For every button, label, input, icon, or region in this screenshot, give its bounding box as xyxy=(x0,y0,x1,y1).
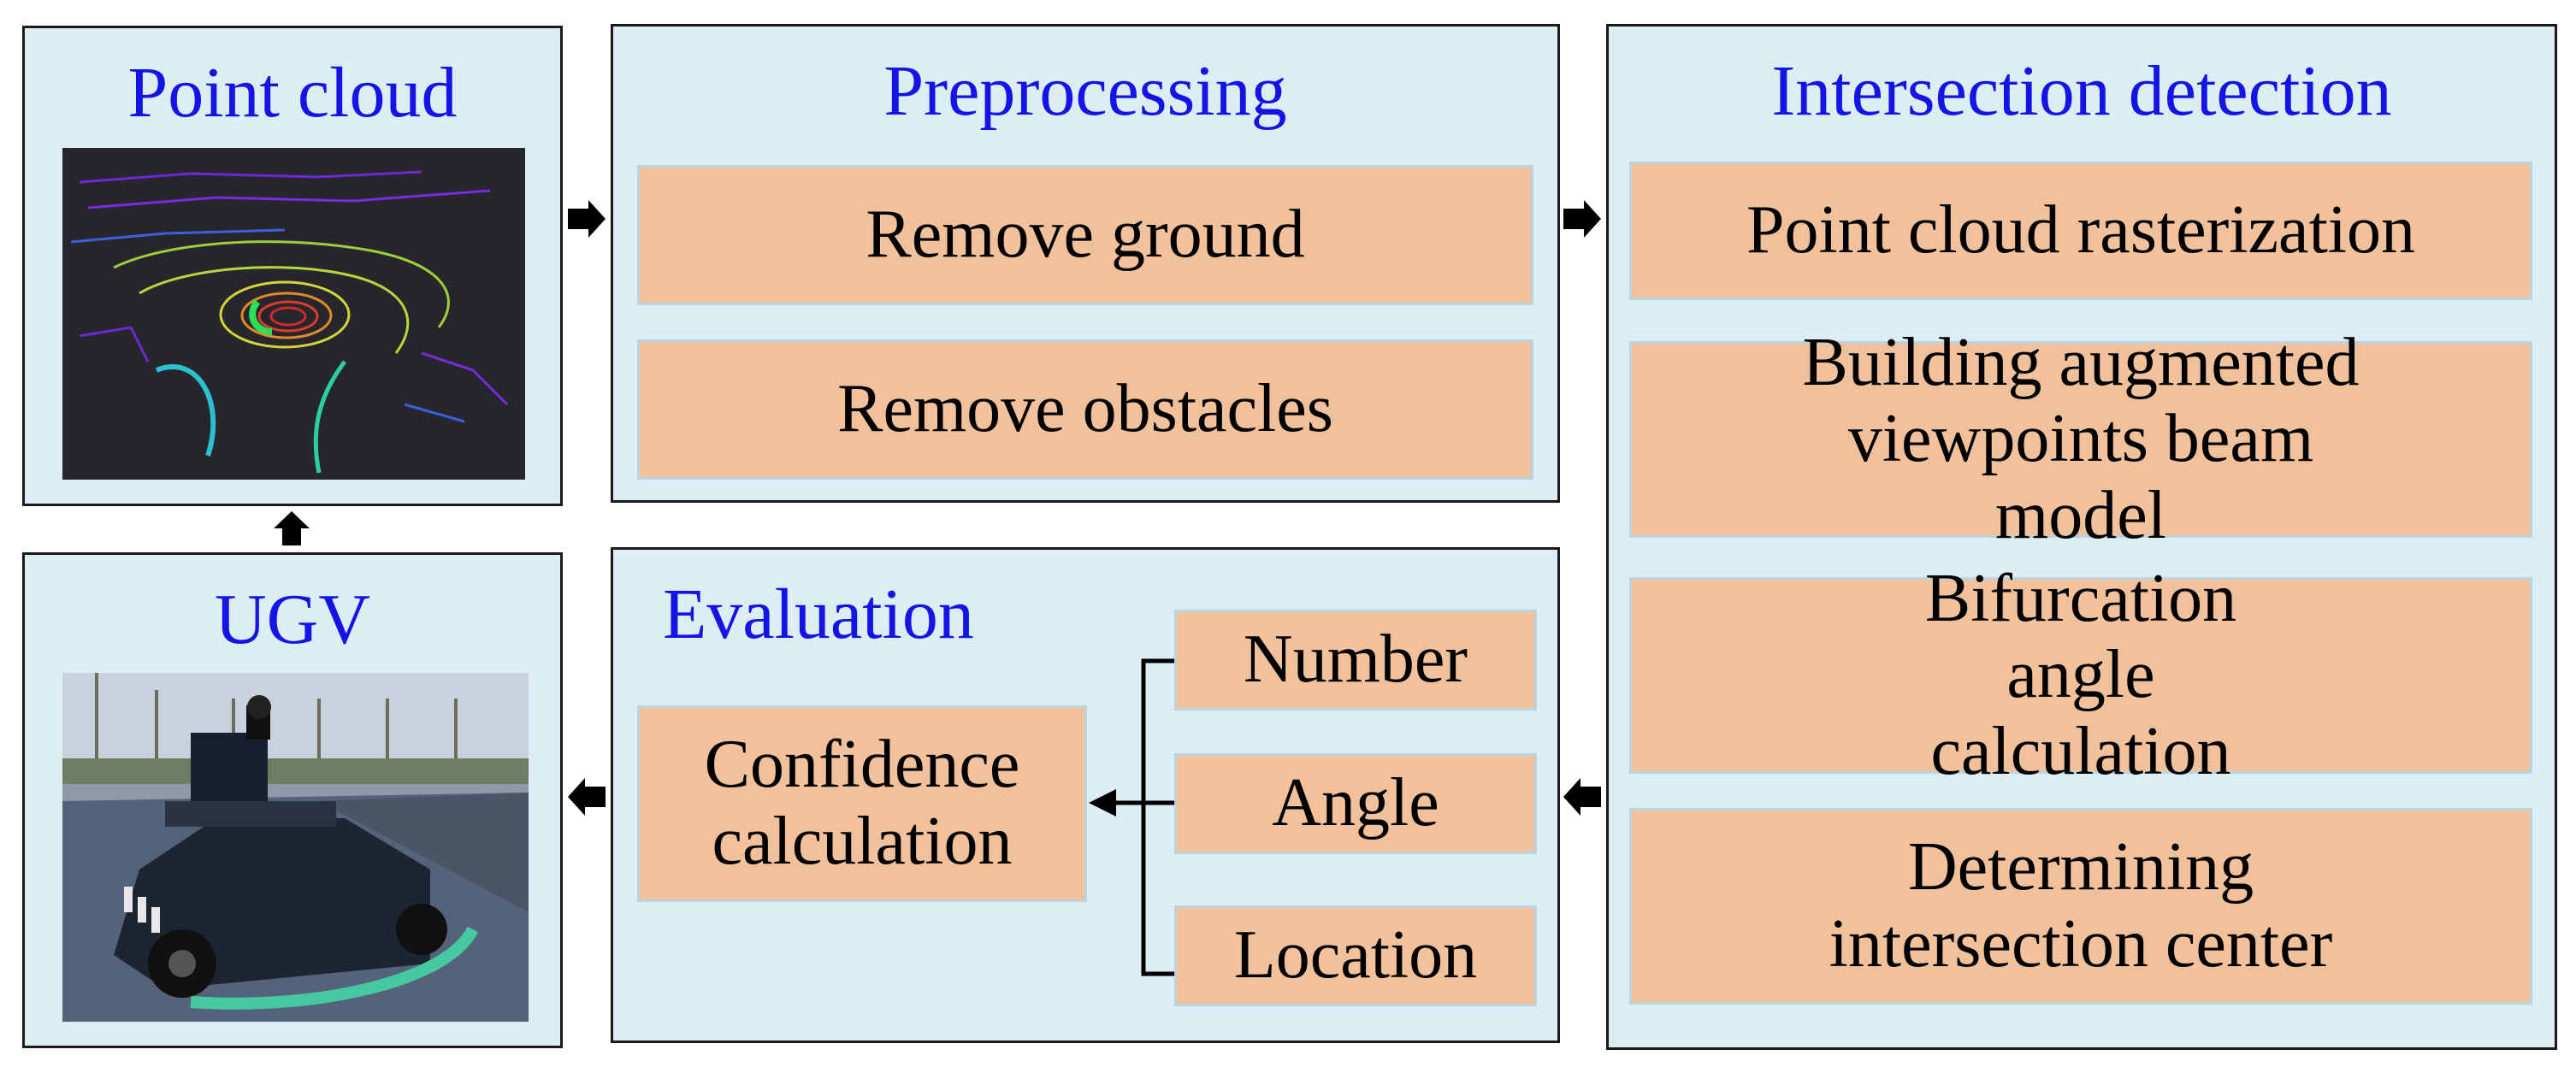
step-building-beam-model: Building augmented viewpoints beam model xyxy=(1629,325,2532,553)
evaluation-title: Evaluation xyxy=(663,575,974,654)
step-remove-ground: Remove ground xyxy=(637,165,1533,305)
step-point-cloud-rasterization: Point cloud rasterization xyxy=(1629,162,2532,300)
ugv-title: UGV xyxy=(215,580,370,659)
metric-number: Number xyxy=(1174,610,1537,710)
point-cloud-image xyxy=(62,148,525,480)
metric-location: Location xyxy=(1174,905,1537,1006)
ugv-panel: UGV xyxy=(22,552,563,1048)
confidence-calculation-box: Confidence calculation xyxy=(637,705,1087,902)
point-cloud-title: Point cloud xyxy=(127,53,458,133)
preprocessing-title: Preprocessing xyxy=(883,51,1287,131)
step-remove-obstacles: Remove obstacles xyxy=(637,339,1533,480)
step-bifurcation-angle: Bifurcation angle calculation xyxy=(1629,561,2532,789)
evaluation-panel: Evaluation Confidence calculation Number… xyxy=(611,547,1560,1043)
arrow-pointcloud-to-preprocessing xyxy=(568,200,606,238)
metric-angle: Angle xyxy=(1174,753,1537,854)
metrics-bracket-connector xyxy=(1089,658,1174,976)
step-intersection-center: Determining intersection center xyxy=(1629,808,2532,1005)
preprocessing-panel: Preprocessing Remove ground Remove obsta… xyxy=(611,24,1560,503)
arrow-ugv-to-pointcloud xyxy=(274,511,310,545)
intersection-detection-panel: Intersection detection Point cloud raste… xyxy=(1606,24,2557,1050)
ugv-image xyxy=(62,673,529,1022)
arrow-intersection-to-evaluation xyxy=(1563,778,1601,816)
point-cloud-panel: Point cloud xyxy=(22,26,563,506)
arrow-evaluation-to-ugv xyxy=(568,778,606,816)
intersection-detection-title: Intersection detection xyxy=(1771,51,2392,131)
arrow-preprocessing-to-intersection xyxy=(1563,200,1601,238)
